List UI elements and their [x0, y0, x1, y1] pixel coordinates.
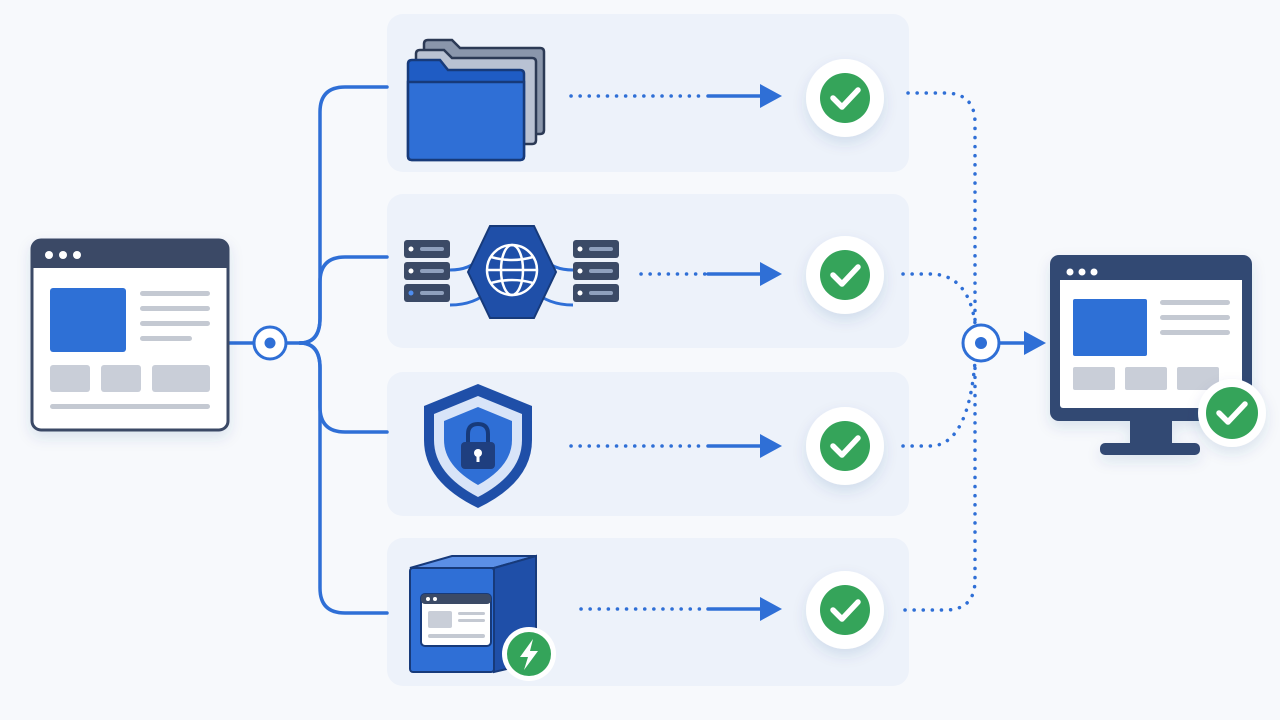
progress-arrows	[569, 94, 764, 611]
branch-connector	[226, 85, 389, 615]
checkmark-icon	[1216, 401, 1248, 425]
check-badge	[806, 236, 884, 314]
lightning-badge	[502, 627, 556, 681]
lightning-bolt-icon	[520, 639, 538, 670]
browser-window-icon	[30, 238, 230, 432]
merge-arrow	[999, 331, 1046, 355]
check-badge	[806, 407, 884, 485]
check-badge	[806, 571, 884, 649]
app-package-bolt-icon	[409, 554, 556, 681]
arrow-heads	[760, 84, 782, 621]
merge-connector	[901, 91, 977, 612]
checkmark-icon	[830, 435, 861, 458]
server-network-globe-icon	[404, 225, 619, 319]
check-badge	[806, 59, 884, 137]
folder-stack-icon	[406, 38, 546, 162]
branch-node	[252, 325, 288, 361]
server-rack-right	[573, 240, 619, 302]
security-shield-lock-icon	[424, 384, 532, 508]
checkmark-icon	[830, 599, 861, 622]
desktop-monitor-icon	[1050, 255, 1252, 455]
globe-icon	[485, 243, 539, 297]
checkmark-icon	[830, 264, 861, 287]
server-rack-left	[404, 240, 450, 302]
checkmark-icon	[830, 87, 861, 110]
merge-node	[961, 323, 1001, 363]
check-badge	[1198, 379, 1266, 447]
mini-browser-icon	[420, 593, 492, 647]
hexagon-badge	[466, 225, 558, 319]
